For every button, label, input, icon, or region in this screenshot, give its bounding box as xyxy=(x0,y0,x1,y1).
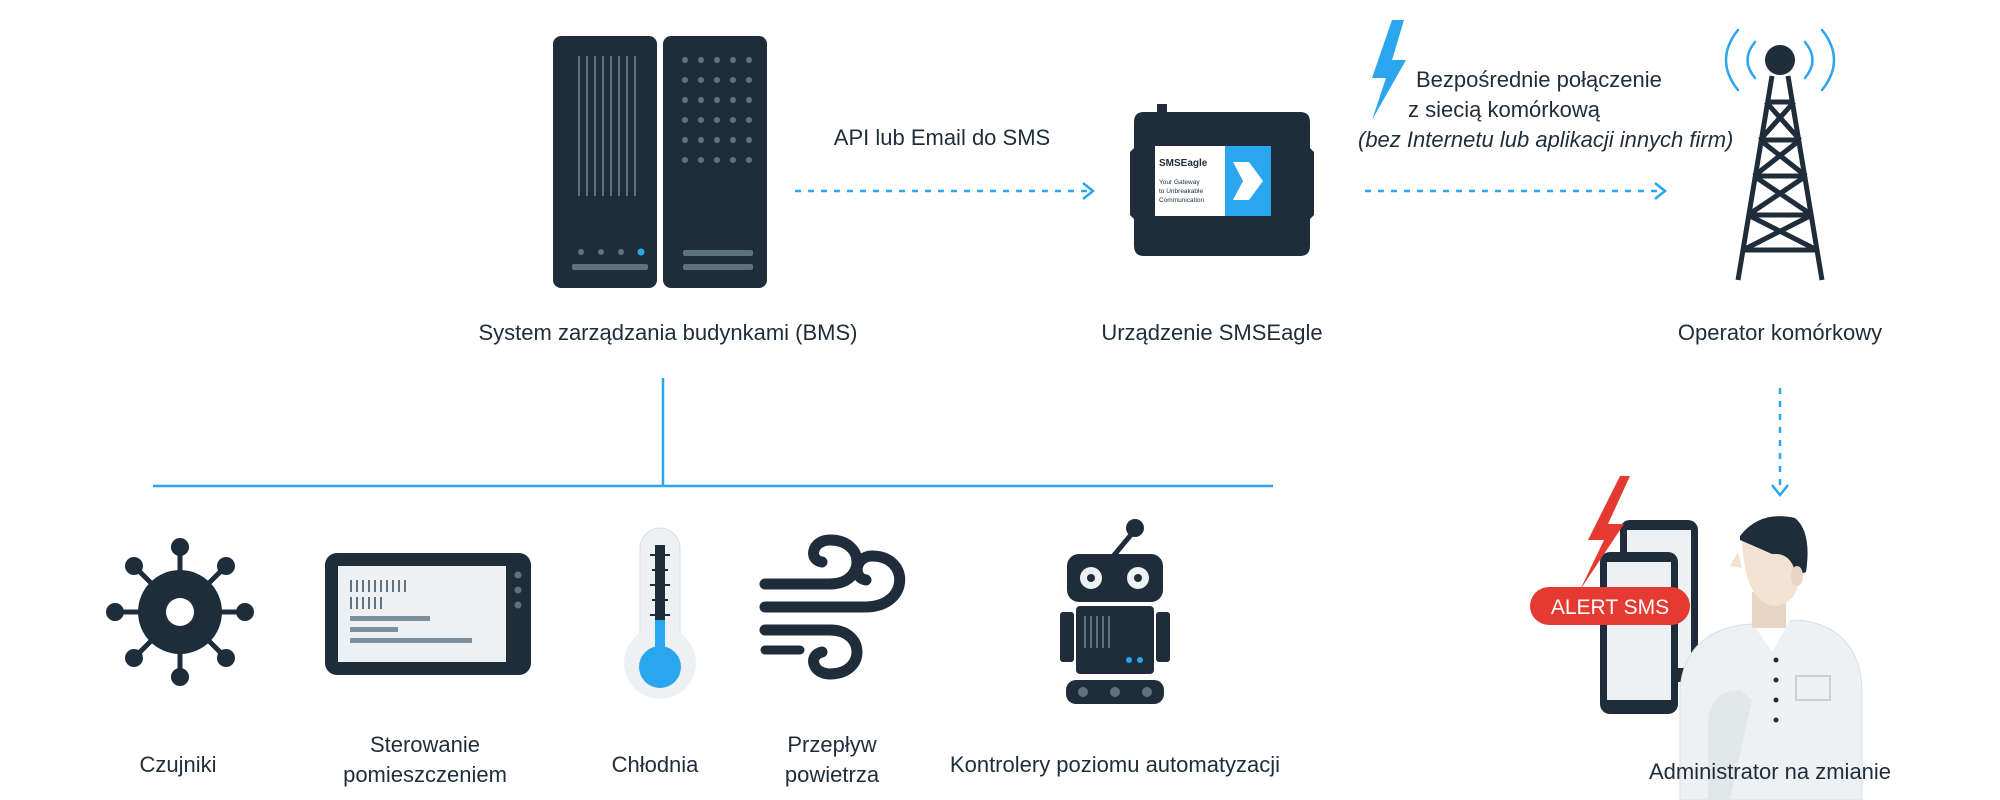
device-tagline-2: to Unbreakable xyxy=(1159,188,1203,195)
device-tagline-1: Your Gateway xyxy=(1159,179,1200,186)
robot-icon xyxy=(1060,519,1170,704)
direct-connection-line2: z siecią komórkową xyxy=(1408,97,1600,122)
alert-lightning-icon xyxy=(1580,476,1630,590)
room-control-label-line1: Sterowanie xyxy=(369,732,481,757)
direct-connection-line1: Bezpośrednie połączenie xyxy=(1416,67,1662,92)
alert-badge: ALERT SMS xyxy=(1530,587,1690,625)
connector-tree xyxy=(153,378,1273,488)
control-panel-icon xyxy=(325,553,531,675)
arrow-cellular xyxy=(1365,182,1668,200)
arrow-to-admin xyxy=(1771,388,1789,498)
thermometer-icon xyxy=(624,527,696,699)
automation-label: Kontrolery poziomu automatyzacji xyxy=(949,752,1281,777)
room-control-label-line2: pomieszczeniem xyxy=(343,762,507,787)
device-tagline-3: Communication xyxy=(1159,197,1205,204)
bms-label: System zarządzania budynkami (BMS) xyxy=(478,320,858,345)
cooling-label: Chłodnia xyxy=(611,752,699,777)
api-label: API lub Email do SMS xyxy=(833,125,1051,150)
direct-connection-note: (bez Internetu lub aplikacji innych firm… xyxy=(1358,127,1734,152)
smseagle-label: Urządzenie SMSEagle xyxy=(1101,320,1323,345)
airflow-label-line2: powietrza xyxy=(784,762,880,787)
sensor-icon xyxy=(106,538,254,686)
server-icon xyxy=(553,36,767,288)
lightning-icon xyxy=(1372,20,1406,120)
sensors-label: Czujniki xyxy=(139,752,217,777)
airflow-label-line1: Przepływ xyxy=(787,732,877,757)
admin-illustration: ALERT SMS xyxy=(1530,476,1863,800)
device-brand: SMSEagle xyxy=(1159,158,1208,169)
operator-label: Operator komórkowy xyxy=(1677,320,1883,345)
person-icon xyxy=(1679,516,1863,800)
alert-label: ALERT SMS xyxy=(1551,596,1669,619)
admin-label: Administrator na zmianie xyxy=(1648,759,1892,784)
cell-tower-icon xyxy=(1724,28,1836,281)
arrow-api xyxy=(795,182,1096,200)
airflow-icon xyxy=(759,534,906,680)
smseagle-device-icon: SMSEagle Your Gateway to Unbreakable Com… xyxy=(1130,104,1314,256)
